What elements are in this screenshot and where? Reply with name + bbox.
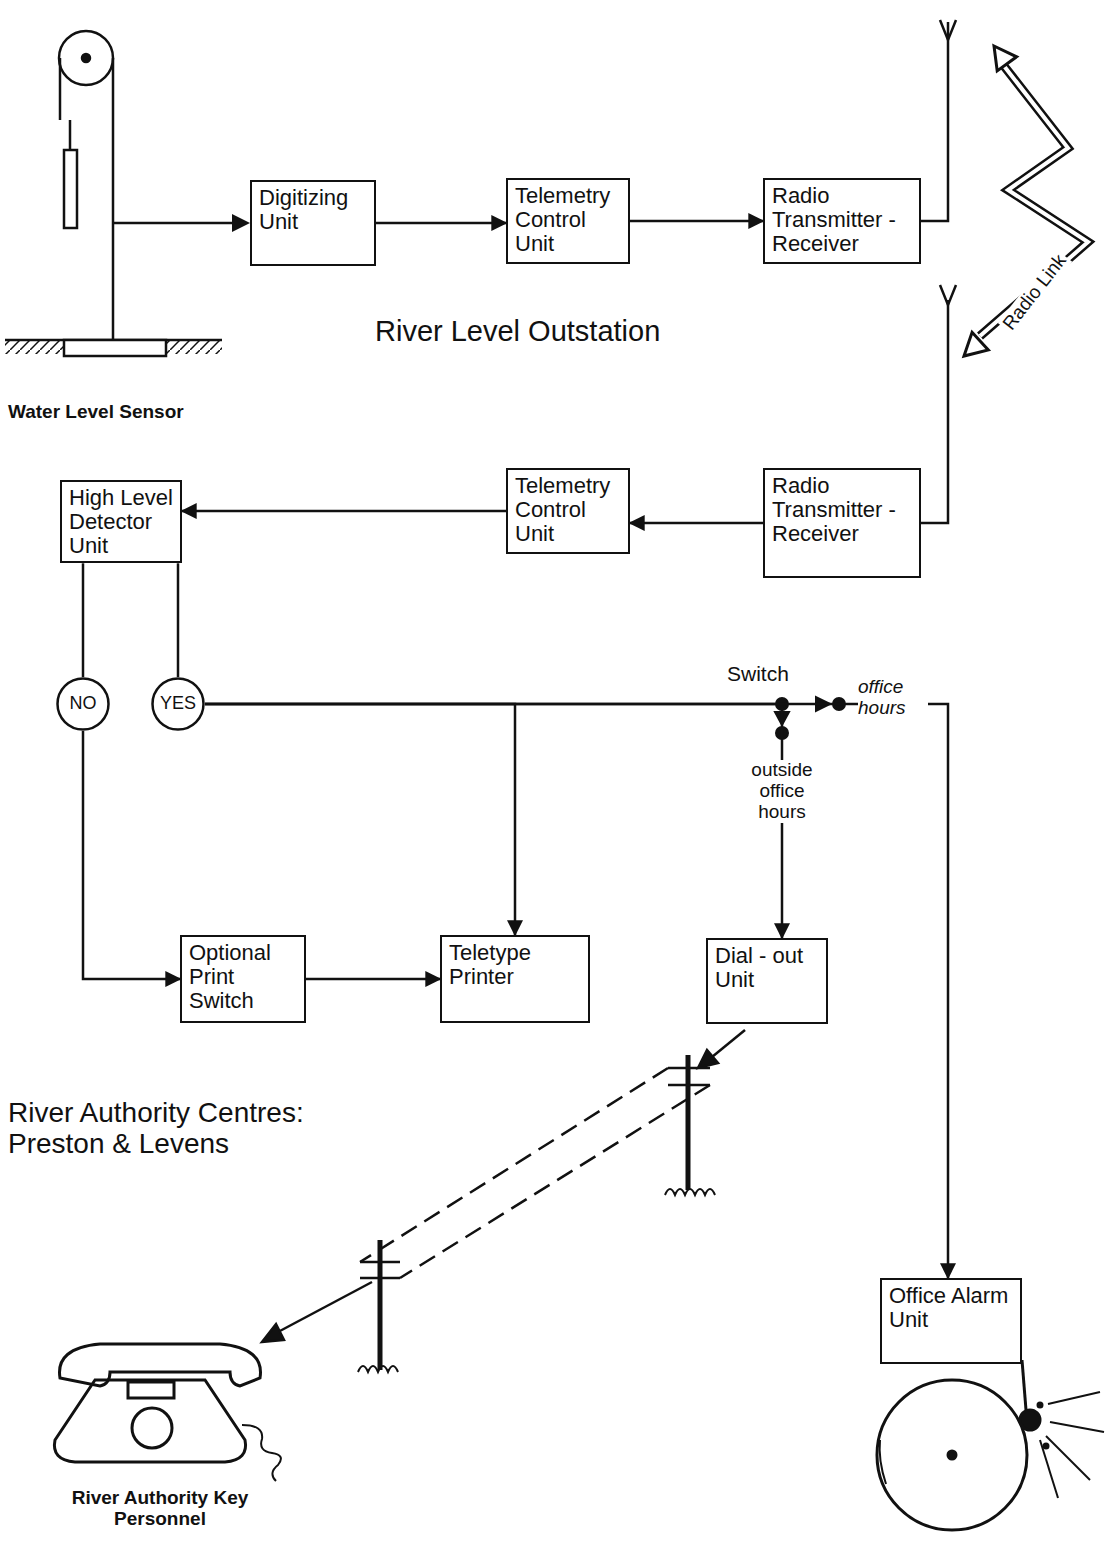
switch-position-label: outside office hours [742, 760, 822, 823]
connector [182, 511, 506, 512]
connector [83, 731, 180, 979]
link-label: Radio Link [998, 249, 1072, 336]
telephone-line [262, 1030, 745, 1372]
part-label: Water Level Sensor [8, 402, 184, 423]
telephone-icon [54, 1344, 280, 1481]
node-text: Telemetry Control Unit [515, 474, 621, 545]
process-box: Telemetry Control Unit [506, 468, 630, 554]
process-box: Dial - out Unit [706, 938, 828, 1024]
connector [630, 523, 763, 524]
node-text: Radio Transmitter -Receiver [772, 184, 912, 255]
process-box: Digitizing Unit [250, 180, 376, 266]
process-box: Office Alarm Unit [880, 1278, 1022, 1364]
process-box: Teletype Printer [440, 935, 590, 1023]
switch-position-label: office hours [858, 677, 928, 719]
alarm-bell [877, 1360, 1104, 1530]
connector [205, 704, 948, 1278]
node-text: Office Alarm Unit [889, 1284, 1013, 1332]
decision-circle: NO [56, 677, 110, 731]
node-text: YES [160, 694, 196, 713]
node-text: High Level Detector Unit [69, 486, 173, 557]
node-text: Digitizing Unit [259, 186, 367, 234]
process-box: Telemetry Control Unit [506, 178, 630, 264]
connector [630, 221, 763, 222]
process-box: Radio Transmitter -Receiver [763, 178, 921, 264]
switch-label: Switch [727, 662, 789, 685]
water-level-sensor [5, 31, 250, 356]
connector [921, 22, 1088, 523]
connector [83, 563, 84, 677]
process-box: Optional Print Switch [180, 935, 306, 1023]
connector [306, 979, 440, 980]
process-box: Radio Transmitter - Receiver [763, 468, 921, 578]
connector [205, 704, 782, 938]
node-text: Telemetry Control Unit [515, 184, 621, 255]
decision-circle: YES [151, 677, 205, 731]
process-box: High Level Detector Unit [60, 480, 182, 563]
section-label: River Level Outstation [375, 316, 660, 348]
part-label: River Authority Key Personnel [60, 1488, 260, 1530]
node-text: Radio Transmitter - Receiver [772, 474, 912, 545]
connector [205, 704, 515, 935]
section-label: River Authority Centres: Preston & Leven… [8, 1098, 368, 1160]
connector [376, 223, 506, 224]
connector [178, 563, 179, 677]
node-text: Optional Print Switch [189, 941, 297, 1012]
node-text: Teletype Printer [449, 941, 581, 989]
node-text: NO [70, 694, 97, 713]
node-text: Dial - out Unit [715, 944, 819, 992]
